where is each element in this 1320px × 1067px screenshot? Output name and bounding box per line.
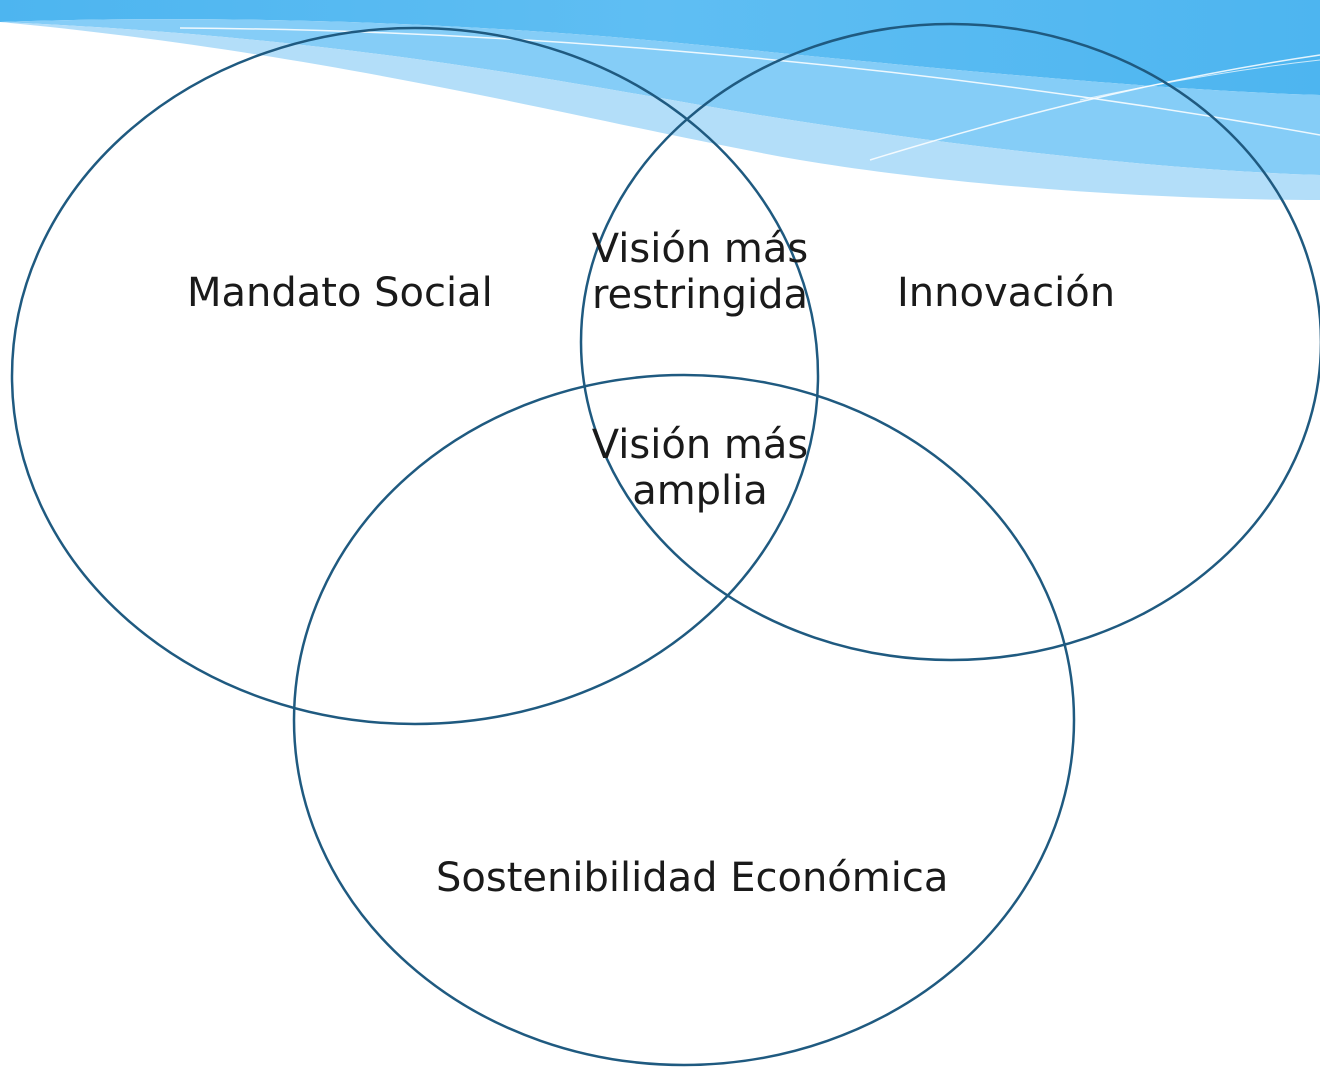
intersection-label-restringida: Visión más restringida [580, 226, 820, 318]
set-label-sostenibilidad-economica: Sostenibilidad Económica [436, 855, 949, 901]
circle-innovacion [579, 22, 1320, 662]
circle-mandato-social [10, 26, 820, 726]
wave-banner [0, 0, 1320, 200]
wave-band-mid [0, 19, 1320, 176]
set-label-innovacion: Innovación [897, 270, 1116, 316]
wave-highlight-line-3 [1079, 59, 1320, 101]
wave-band-dark [0, 0, 1320, 95]
amplia-line-2: amplia [632, 468, 768, 514]
restringida-line-2: restringida [591, 272, 808, 318]
amplia-line-1: Visión más [591, 422, 809, 468]
set-label-mandato-social: Mandato Social [187, 270, 493, 316]
circle-sostenibilidad-economica [292, 373, 1076, 1067]
intersection-label-amplia: Visión más amplia [580, 422, 820, 514]
wave-highlight-line-1 [179, 27, 1320, 136]
wave-band-light [0, 22, 1320, 200]
restringida-line-1: Visión más [591, 226, 809, 272]
wave-highlight-line-2 [869, 54, 1320, 161]
